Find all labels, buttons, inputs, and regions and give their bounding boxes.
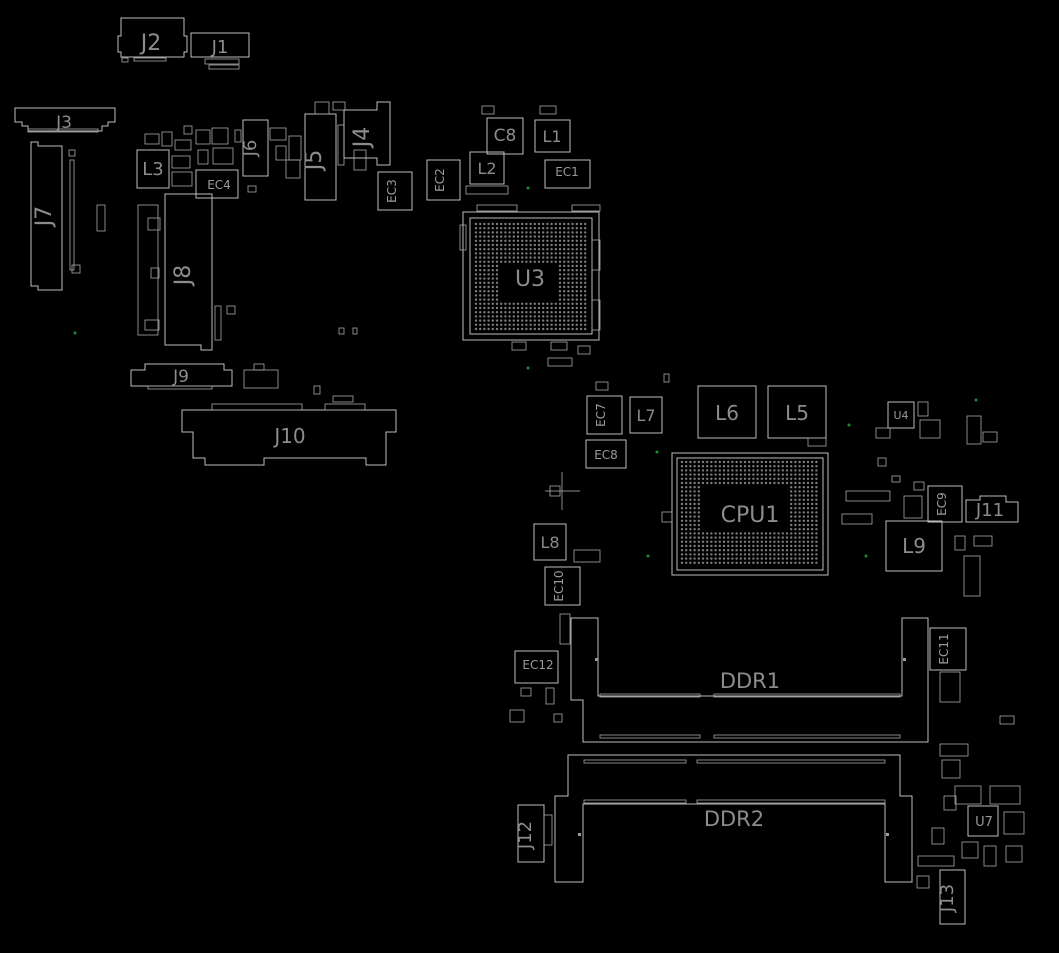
label-l9: L9: [902, 534, 926, 558]
label-u4: U4: [893, 409, 908, 422]
label-j5: J5: [302, 150, 327, 173]
label-l8: L8: [540, 533, 559, 552]
cap-ec1[interactable]: EC1: [544, 159, 591, 189]
label-l5: L5: [785, 401, 809, 425]
label-l3: L3: [142, 159, 163, 180]
connector-j12[interactable]: J12: [515, 804, 553, 863]
label-ec3: EC3: [385, 179, 399, 203]
label-j6: J6: [240, 140, 261, 158]
memory-slot-ddr2[interactable]: DDR2: [554, 754, 913, 883]
small-parts-top: [144, 125, 257, 193]
label-j1: J1: [211, 37, 229, 58]
connector-j11[interactable]: J11: [965, 495, 1019, 523]
label-l1: L1: [542, 127, 561, 146]
connector-j2[interactable]: J2: [117, 17, 188, 63]
inductor-l3[interactable]: L3: [136, 149, 170, 189]
label-ec4: EC4: [207, 178, 231, 192]
label-cpu1: CPU1: [721, 503, 780, 528]
cap-ec10[interactable]: EC10: [544, 566, 581, 645]
cap-ec9[interactable]: EC9: [841, 485, 963, 525]
label-j2: J2: [139, 31, 162, 56]
inductor-l1[interactable]: L1: [534, 105, 571, 153]
ic-u4[interactable]: U4: [875, 401, 998, 445]
vias: [73, 186, 978, 558]
connector-j13[interactable]: J13: [937, 869, 966, 925]
label-j13: J13: [937, 884, 958, 913]
label-j10: J10: [272, 424, 305, 448]
label-ec7: EC7: [594, 403, 608, 427]
label-j7: J7: [32, 206, 57, 229]
cap-c8[interactable]: C8: [481, 105, 524, 155]
label-ddr2: DDR2: [704, 807, 764, 831]
misc-pads: [338, 327, 925, 523]
inductor-l8[interactable]: L8: [533, 523, 601, 563]
label-j4: J4: [350, 127, 375, 150]
connector-j10[interactable]: J10: [181, 385, 397, 466]
label-c8: C8: [494, 126, 517, 146]
connector-j3[interactable]: J3: [14, 107, 116, 133]
inductor-l6[interactable]: L6: [697, 385, 757, 439]
label-ec9: EC9: [935, 492, 949, 516]
cap-ec8[interactable]: EC8: [585, 439, 627, 469]
cap-ec11[interactable]: EC11: [929, 627, 967, 703]
cpu-cpu1[interactable]: CPU1: [671, 452, 829, 576]
label-l2: L2: [477, 159, 496, 178]
label-u3: U3: [515, 267, 545, 292]
cap-ec7[interactable]: EC7: [586, 381, 623, 435]
inductor-l7[interactable]: L7: [629, 396, 663, 434]
ic-u3[interactable]: U3: [459, 204, 601, 367]
label-ec12: EC12: [522, 658, 553, 672]
label-ec10: EC10: [552, 570, 566, 601]
cap-ec12[interactable]: EC12: [509, 650, 563, 723]
cap-ec4[interactable]: EC4: [195, 169, 239, 199]
label-ec8: EC8: [594, 448, 618, 462]
cap-ec2[interactable]: EC2: [426, 159, 509, 201]
crosshair-marker: [545, 472, 580, 510]
label-ec11: EC11: [937, 633, 951, 664]
label-ddr1: DDR1: [720, 669, 780, 693]
connector-j6[interactable]: J6: [240, 119, 302, 179]
label-j12: J12: [515, 821, 536, 850]
label-ec1: EC1: [555, 165, 579, 179]
label-j8: J8: [171, 265, 196, 288]
ic-u7[interactable]: U7: [916, 715, 1025, 889]
label-j9: J9: [172, 367, 189, 387]
connector-j8[interactable]: J8: [137, 193, 236, 351]
cap-ec3[interactable]: EC3: [377, 171, 413, 211]
inductor-l5[interactable]: L5: [767, 385, 827, 439]
connector-j7[interactable]: J7: [30, 141, 106, 291]
label-l6: L6: [715, 401, 739, 425]
memory-slot-ddr1[interactable]: DDR1: [570, 617, 929, 743]
connector-j4[interactable]: J4: [343, 101, 391, 166]
label-j11: J11: [975, 500, 1004, 521]
inductor-l2[interactable]: L2: [469, 151, 505, 185]
connector-j5[interactable]: J5: [302, 101, 367, 201]
label-ec2: EC2: [433, 168, 447, 192]
connector-j9[interactable]: J9: [130, 363, 279, 390]
connector-j1[interactable]: J1: [190, 32, 250, 70]
inductor-l9[interactable]: L9: [885, 520, 993, 597]
label-j3: J3: [55, 113, 72, 133]
u3-ball-grid: [474, 222, 587, 331]
cpu1-ball-grid: [680, 460, 818, 564]
label-u7: U7: [975, 815, 993, 830]
label-l7: L7: [636, 406, 655, 425]
